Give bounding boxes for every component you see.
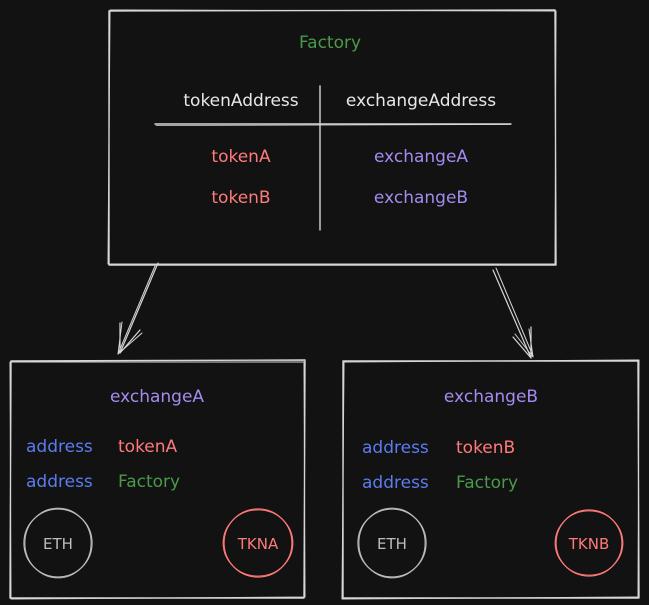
exchange-b-box: exchangeB address tokenB address Factory… bbox=[341, 359, 640, 600]
factory-box: Factory tokenAddress exchangeAddress tok… bbox=[107, 9, 557, 266]
arrow-to-exchange-b bbox=[492, 267, 534, 359]
factory-row-2-token: tokenB bbox=[211, 188, 270, 208]
exchange-b-line-2-keyword: address bbox=[362, 473, 429, 493]
exchange-a-box: exchangeA address tokenA address Factory… bbox=[9, 359, 306, 600]
factory-col-token-header: tokenAddress bbox=[183, 91, 298, 111]
exchange-b-token-coin: TKNB bbox=[554, 509, 624, 577]
exchange-a-eth-coin: ETH bbox=[23, 507, 93, 579]
exchange-b-line-1-keyword: address bbox=[362, 438, 429, 458]
exchange-a-line-2-value: Factory bbox=[118, 472, 180, 492]
exchange-b-title: exchangeB bbox=[444, 387, 538, 407]
factory-col-exchange-header: exchangeAddress bbox=[346, 91, 496, 111]
factory-row-1-token: tokenA bbox=[211, 147, 271, 167]
exchange-a-line-2-keyword: address bbox=[26, 472, 93, 492]
exchange-a-line-1-value: tokenA bbox=[118, 437, 178, 457]
factory-row-2-exchange: exchangeB bbox=[374, 188, 468, 208]
exchange-b-eth-label: ETH bbox=[377, 535, 407, 553]
exchange-b-line-1-value: tokenB bbox=[456, 438, 515, 458]
exchange-a-token-label: TKNA bbox=[237, 535, 279, 553]
factory-title: Factory bbox=[299, 33, 361, 53]
exchange-a-eth-label: ETH bbox=[43, 535, 73, 553]
exchange-b-token-label: TKNB bbox=[568, 535, 610, 553]
exchange-a-token-coin: TKNA bbox=[222, 508, 294, 578]
factory-row-1-exchange: exchangeA bbox=[374, 147, 468, 167]
exchange-a-title: exchangeA bbox=[110, 387, 204, 407]
exchange-b-line-2-value: Factory bbox=[456, 473, 518, 493]
exchange-b-eth-coin: ETH bbox=[357, 507, 427, 579]
arrow-to-exchange-a bbox=[117, 262, 159, 355]
exchange-a-line-1-keyword: address bbox=[26, 437, 93, 457]
